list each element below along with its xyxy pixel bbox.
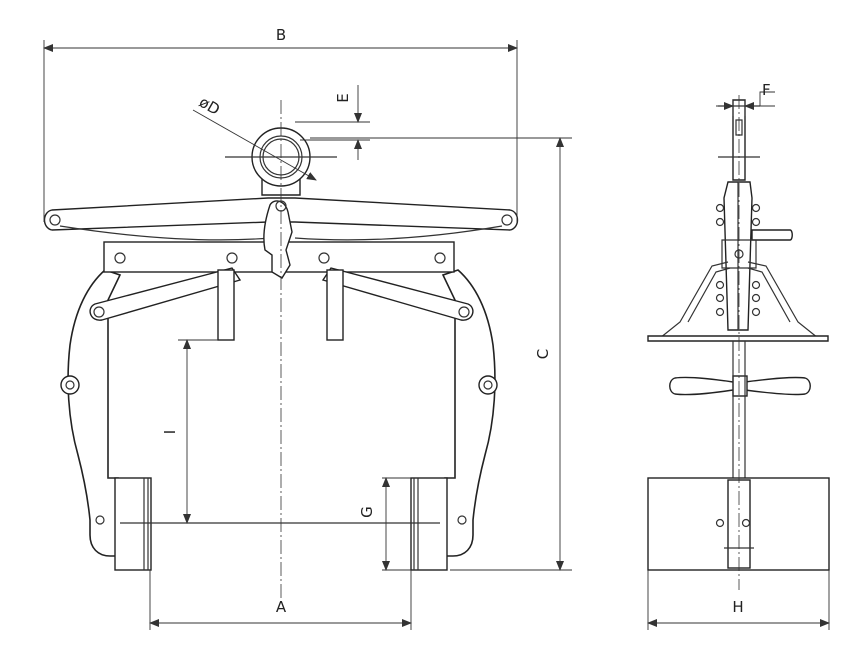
left-lug: [60, 375, 80, 395]
label-h: H: [732, 598, 743, 616]
front-view: [43, 100, 519, 605]
right-lug: [478, 375, 498, 395]
side-view: [647, 95, 830, 590]
label-c: C: [534, 349, 552, 359]
label-a: A: [276, 598, 287, 616]
left-plate: [217, 269, 235, 341]
label-i: I: [161, 430, 179, 434]
label-b: B: [276, 26, 286, 44]
right-pad: [410, 477, 448, 571]
center-latch: [263, 200, 293, 279]
label-d: øD: [196, 93, 223, 119]
left-arm: [67, 269, 122, 557]
label-f: F: [762, 81, 771, 99]
label-e: E: [334, 93, 352, 102]
side-skirt: [659, 261, 819, 339]
dimensions-side: F H: [647, 81, 830, 630]
right-arm: [441, 269, 496, 557]
left-link: [89, 267, 242, 321]
right-plate: [326, 269, 344, 341]
left-pad: [114, 477, 152, 571]
label-g: G: [358, 506, 376, 518]
right-link: [321, 267, 474, 321]
